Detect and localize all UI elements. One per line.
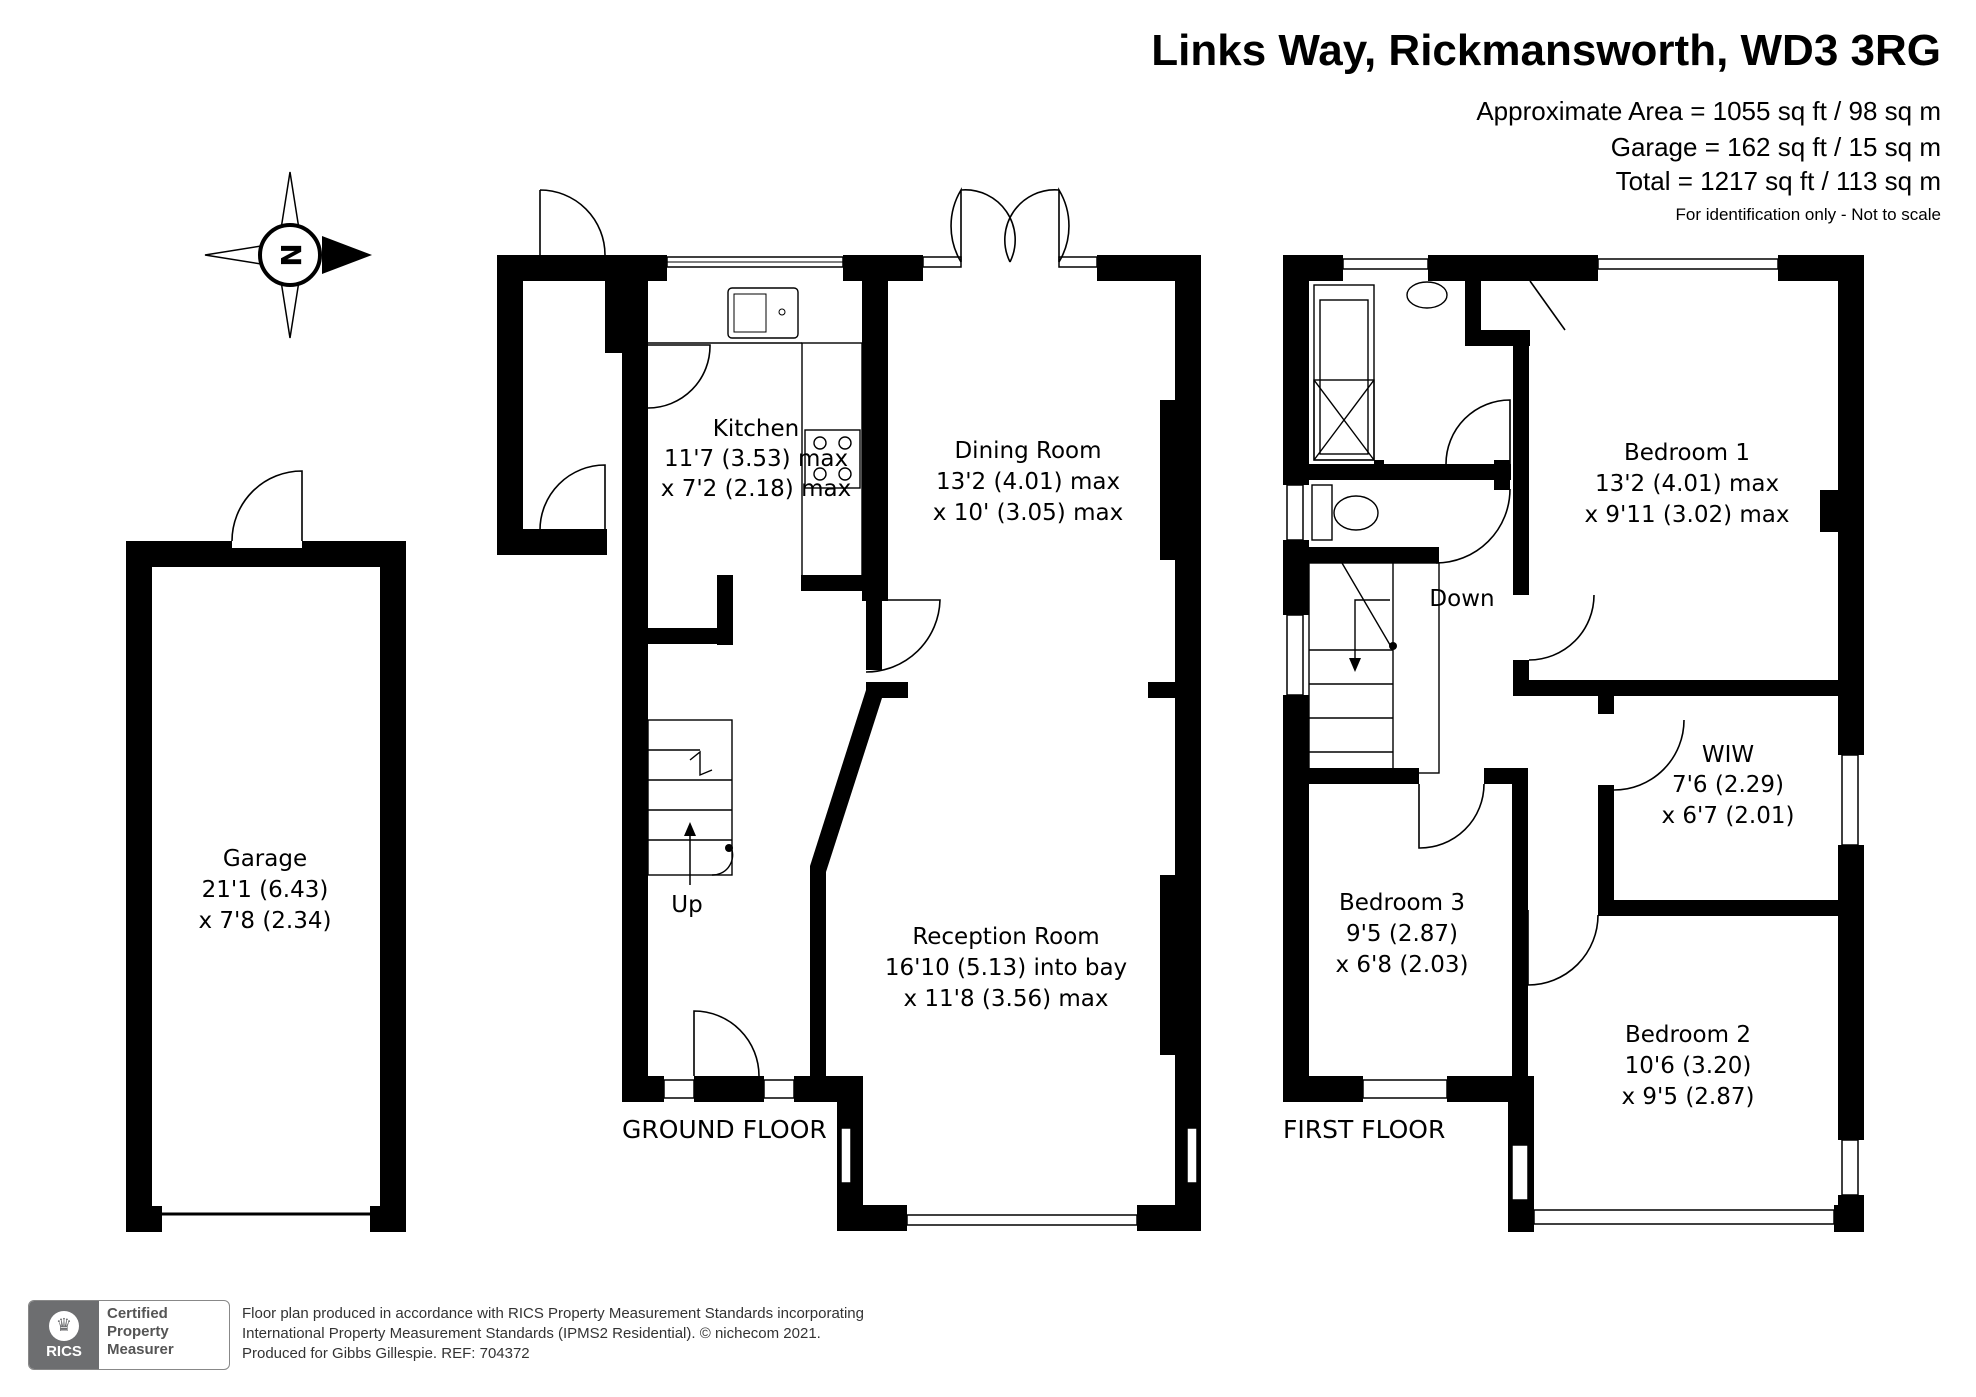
rics-logo-text: RICS: [46, 1342, 82, 1360]
property-address: Links Way, Rickmansworth, WD3 3RG: [1151, 26, 1941, 75]
badge-line2: Property: [107, 1323, 169, 1340]
footer-line1: Floor plan produced in accordance with R…: [242, 1305, 864, 1322]
rics-badge: ♛ RICS Certified Property Measurer: [28, 1300, 230, 1370]
dining-room-dim2: x 10' (3.05) max: [933, 500, 1123, 526]
bedroom1-dim1: 13'2 (4.01) max: [1595, 471, 1779, 497]
dining-room-dim1: 13'2 (4.01) max: [936, 469, 1120, 495]
footer-line2: International Property Measurement Stand…: [242, 1325, 821, 1342]
wiw-dim1: 7'6 (2.29): [1672, 772, 1784, 798]
bedroom3-dim1: 9'5 (2.87): [1346, 921, 1458, 947]
garage-area: Garage = 162 sq ft / 15 sq m: [1610, 132, 1941, 162]
stairs-down-label: Down: [1429, 586, 1494, 612]
first-floor-plan: Down Bedroom 1 13'2 (4.01) max x 9'11 (3…: [1283, 255, 1864, 1232]
bedroom3-dim2: x 6'8 (2.03): [1336, 952, 1469, 978]
garage-label: Garage: [223, 846, 307, 872]
kitchen-dim2: x 7'2 (2.18) max: [661, 476, 851, 502]
dining-room-label: Dining Room: [954, 438, 1101, 464]
wiw-dim2: x 6'7 (2.01): [1662, 803, 1795, 829]
garage-dim2: x 7'8 (2.34): [199, 908, 332, 934]
ground-floor-label: GROUND FLOOR: [622, 1115, 827, 1144]
approximate-area: Approximate Area = 1055 sq ft / 98 sq m: [1476, 96, 1941, 126]
compass-letter: N: [275, 243, 308, 266]
bedroom1-label: Bedroom 1: [1624, 440, 1750, 466]
stairs-up: Up: [647, 719, 734, 918]
total-area: Total = 1217 sq ft / 113 sq m: [1615, 166, 1941, 196]
reception-room-label: Reception Room: [912, 924, 1099, 950]
footer-note: Floor plan produced in accordance with R…: [242, 1304, 864, 1364]
wiw-label: WIW: [1702, 742, 1754, 768]
first-floor-label: FIRST FLOOR: [1283, 1115, 1445, 1144]
bedroom2-dim2: x 9'5 (2.87): [1622, 1084, 1755, 1110]
badge-line1: Certified: [107, 1305, 168, 1322]
rics-lion-icon: ♛: [49, 1310, 79, 1341]
bedroom3-label: Bedroom 3: [1339, 890, 1465, 916]
footer-line3: Produced for Gibbs Gillespie. REF: 70437…: [242, 1345, 530, 1362]
reception-room-dim2: x 11'8 (3.56) max: [903, 986, 1108, 1012]
stairs-up-label: Up: [671, 892, 702, 918]
badge-text: Certified Property Measurer: [99, 1301, 182, 1369]
kitchen-dim1: 11'7 (3.53) max: [664, 446, 848, 472]
bedroom2-dim1: 10'6 (3.20): [1625, 1053, 1752, 1079]
disclaimer: For identification only - Not to scale: [1675, 205, 1941, 224]
garage-dim1: 21'1 (6.43): [202, 877, 329, 903]
garage-plan: Garage 21'1 (6.43) x 7'8 (2.34): [126, 470, 406, 1232]
reception-room-dim1: 16'10 (5.13) into bay: [885, 955, 1127, 981]
badge-line3: Measurer: [107, 1341, 174, 1358]
compass-rose-icon: N: [204, 171, 372, 339]
rics-logo: ♛ RICS: [29, 1301, 99, 1369]
bedroom1-dim2: x 9'11 (3.02) max: [1584, 502, 1789, 528]
ground-floor-plan: Up Kitchen 11'7 (3.53) max x 7'2 (2.18) …: [497, 187, 1201, 1231]
kitchen-label: Kitchen: [713, 416, 799, 442]
bedroom2-label: Bedroom 2: [1625, 1022, 1751, 1048]
